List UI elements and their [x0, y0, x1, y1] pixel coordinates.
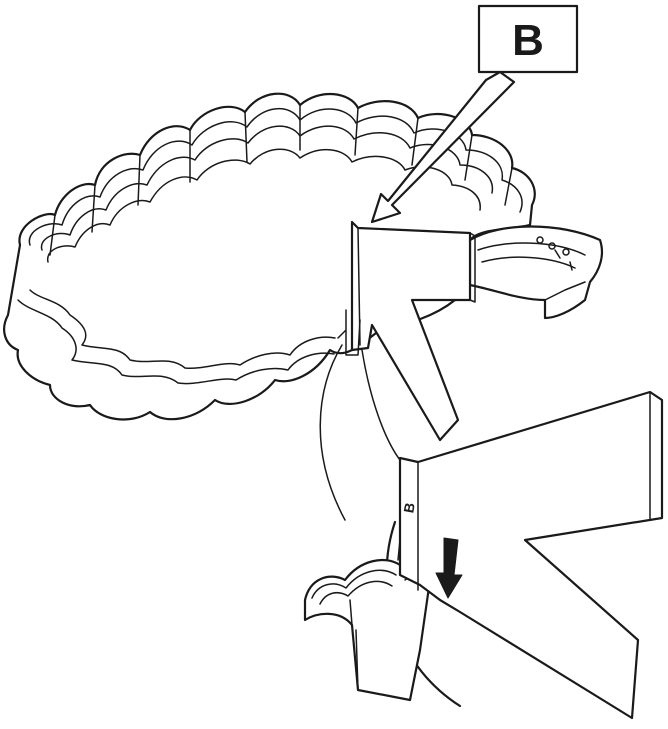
- callout-label: B: [512, 16, 544, 65]
- stand-piece-body: [350, 220, 472, 442]
- down-arrow-icon: [435, 537, 463, 599]
- detail-part-mark: B: [400, 501, 418, 514]
- handle-edge: [544, 249, 586, 301]
- handle-body: [468, 225, 604, 320]
- handle-dot-2: [548, 242, 556, 250]
- callout-arrow-icon: [370, 70, 516, 224]
- cone-line-right: [361, 349, 401, 461]
- detail-view: B: [303, 390, 664, 720]
- stand-piece-main: [337, 220, 476, 442]
- cutter-handle: [468, 225, 604, 320]
- ring-wall-seams: [49, 104, 513, 256]
- detail-ring-wall: [303, 558, 432, 702]
- ring-bottom-inner-edge: [29, 289, 336, 369]
- ring-bottom-outer-edge: [17, 299, 335, 385]
- callout-b: B: [370, 4, 579, 224]
- detail-cone: [319, 344, 401, 521]
- callout-box: [477, 4, 579, 74]
- ring-rim-inner: [40, 125, 494, 251]
- stand-piece-clip: [337, 309, 361, 356]
- detail-stand-edge: [399, 391, 651, 591]
- cone-line-left: [319, 344, 346, 521]
- ring-outer-wall: [3, 92, 536, 421]
- handle-dot-3: [562, 248, 570, 256]
- detail-ring-rim: [311, 569, 397, 691]
- handle-slot: [477, 242, 586, 269]
- handle-dot-1: [536, 236, 544, 244]
- ring-rim-outer: [28, 107, 523, 246]
